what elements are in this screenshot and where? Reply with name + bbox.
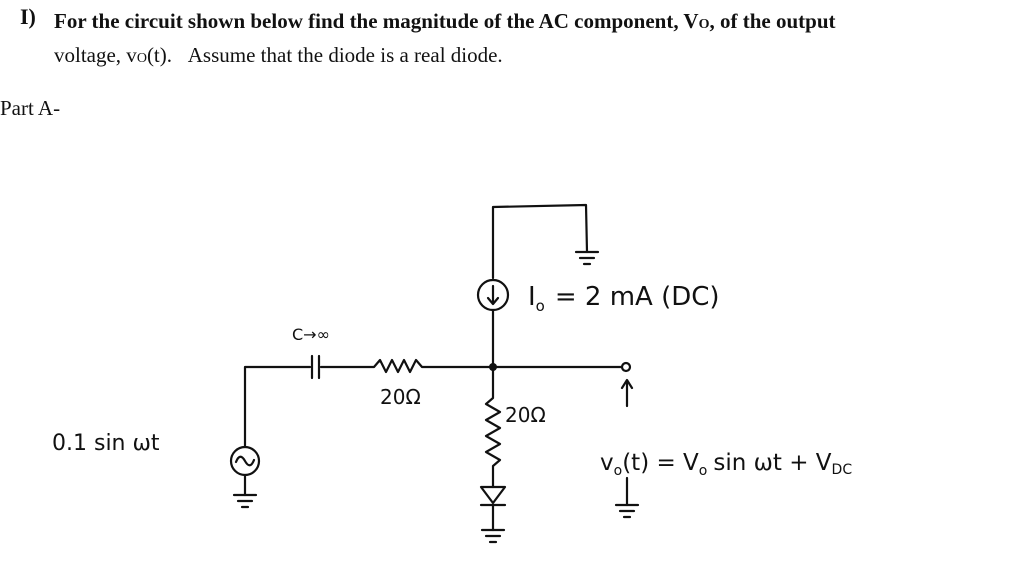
wire-left-vertical (243, 365, 312, 449)
output-arrow-icon (620, 378, 634, 408)
current-source-symbol (476, 278, 510, 312)
wire-top-loop (491, 203, 589, 280)
shunt-resistor-symbol (484, 365, 502, 489)
question-line-1: For the circuit shown below find the mag… (54, 9, 836, 33)
output-terminal (620, 361, 632, 373)
ground-symbol-source (232, 493, 258, 509)
problem-text: For the circuit shown below find the mag… (54, 6, 1004, 74)
ground-symbol-top (574, 250, 600, 266)
current-source-label: Io= 2 mA (DC) (528, 282, 720, 315)
ac-source-symbol (229, 445, 261, 477)
diode-symbol (479, 485, 507, 532)
part-label: Part A- (0, 96, 61, 120)
problem-number: I) (20, 4, 36, 29)
capacitor-label: C→∞ (292, 325, 330, 344)
series-resistor-symbol (319, 358, 495, 374)
capacitor-symbol (310, 354, 321, 380)
question-line-2a: voltage, vO(t). (54, 43, 173, 67)
series-resistor-label: 20Ω (380, 385, 421, 409)
ground-symbol-output (614, 476, 640, 519)
source-label: 0.1 sin ωt (52, 431, 160, 456)
junction-node (489, 363, 497, 371)
shunt-resistor-label: 20Ω (505, 403, 546, 427)
ground-symbol-diode (480, 528, 506, 544)
question-line-2b: Assume that the diode is a real diode. (187, 43, 503, 67)
